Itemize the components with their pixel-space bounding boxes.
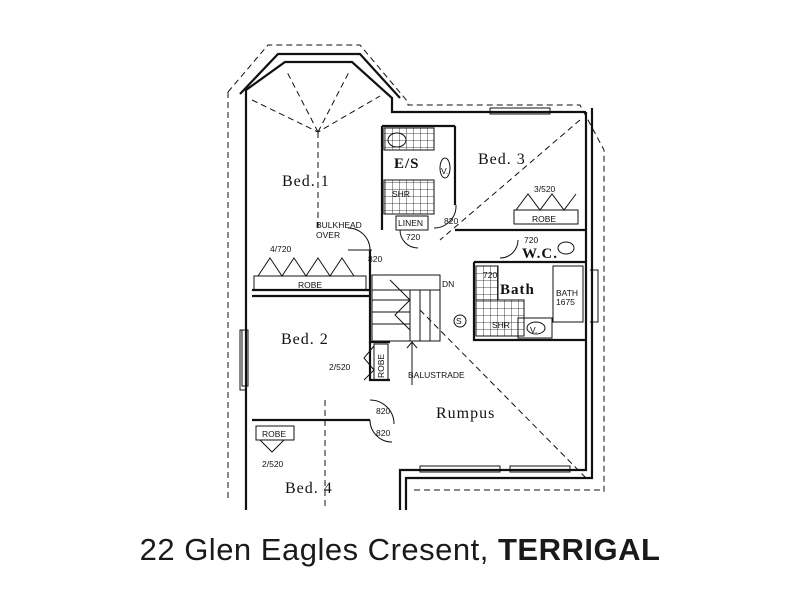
door-bed3-dimension: 820 — [444, 216, 458, 226]
robes — [253, 193, 579, 453]
street-address: 22 Glen Eagles Cresent, — [139, 532, 498, 567]
bath-shower-label: SHR — [492, 320, 510, 330]
door-bath-dimension: 720 — [483, 270, 497, 280]
floor-plan: S Bed. 1 Bed. 3 Bed. 2 Bed. 4 Rumpus E/S… — [227, 44, 605, 510]
door-swings — [347, 204, 519, 443]
robe-bed2-label: ROBE — [376, 354, 386, 378]
robe-bed3-label: ROBE — [532, 214, 556, 224]
bulkhead-over-label: OVER — [316, 230, 340, 240]
windows — [241, 107, 571, 473]
robe-bed4-label: ROBE — [262, 429, 286, 439]
robe-bed3-dimension: 3/520 — [534, 184, 556, 194]
linen-cupboard — [395, 215, 429, 231]
robe-bed1-label: ROBE — [298, 280, 322, 290]
smoke-detector-label: S — [456, 316, 462, 326]
ensuite-vanity-label: V. — [441, 166, 448, 176]
room-label-bed3: Bed. 3 — [478, 151, 526, 168]
bathroom-tiles — [475, 241, 584, 339]
room-label-bath: Bath — [500, 282, 535, 298]
balustrade-label: BALUSTRADE — [408, 370, 465, 380]
property-address: 22 Glen Eagles Cresent, TERRIGAL — [0, 532, 800, 568]
room-label-bed2: Bed. 2 — [281, 331, 329, 348]
room-label-bed4: Bed. 4 — [285, 480, 333, 497]
linen-label: LINEN — [398, 218, 423, 228]
robe-bed1-dimension: 4/720 — [270, 244, 292, 254]
door-bed2-dimension: 820 — [376, 406, 390, 416]
smoke-detector-icon — [453, 314, 467, 328]
door-bed1-dimension: 820 — [368, 254, 382, 264]
floor-plan-drawing: S Bed. 1 Bed. 3 Bed. 2 Bed. 4 Rumpus E/S… — [227, 44, 605, 510]
bath-vanity-label: V. — [530, 325, 537, 335]
roof-hip-lines — [251, 69, 589, 510]
room-label-wc: W.C. — [522, 246, 558, 262]
door-wc-dimension: 720 — [524, 235, 538, 245]
roof-outline — [227, 44, 605, 500]
outer-walls — [239, 52, 599, 510]
bath-size-label: 1675 — [556, 297, 575, 307]
bath-unit-label: BATH — [556, 288, 578, 298]
robe-bed4-dimension: 2/520 — [262, 459, 284, 469]
bulkhead-label: BULKHEAD — [316, 220, 362, 230]
room-label-bed1: Bed. 1 — [282, 173, 330, 190]
stairs-down-label: DN — [442, 279, 454, 289]
interior-walls — [252, 124, 586, 422]
robe-bed2-dimension: 2/520 — [329, 362, 351, 372]
ensuite-tiles — [383, 127, 451, 215]
room-label-ensuite: E/S — [394, 156, 420, 172]
door-linen-dimension: 720 — [406, 232, 420, 242]
suburb-name: TERRIGAL — [497, 532, 661, 567]
staircase — [371, 274, 441, 385]
room-label-rumpus: Rumpus — [436, 405, 495, 422]
door-bed4-dimension: 820 — [376, 428, 390, 438]
ensuite-shower-label: SHR — [392, 189, 410, 199]
